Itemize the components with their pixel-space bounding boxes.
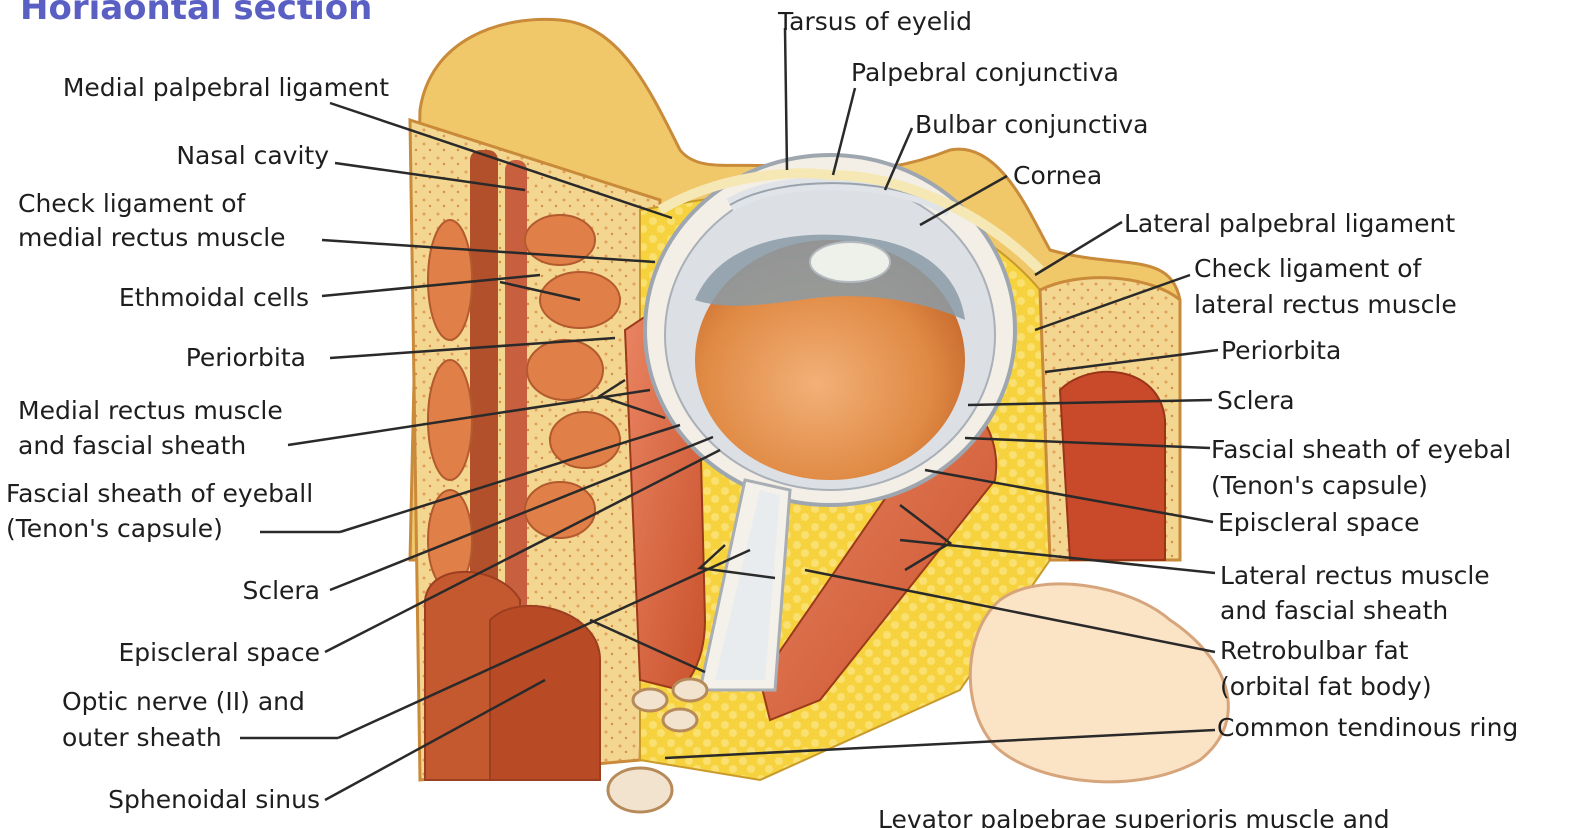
label-sphenoidal-sinus: Sphenoidal sinus [108, 782, 320, 817]
label-lateral-rectus-line2: and fascial sheath [1220, 593, 1448, 628]
label-check-ligament-medial-line1: Check ligament of [18, 186, 245, 221]
figure-title: Horiaontal section [20, 0, 372, 28]
label-periorbita-left: Periorbita [186, 340, 306, 375]
label-episcleral-space-right: Episcleral space [1218, 505, 1420, 540]
label-sclera-right: Sclera [1217, 383, 1295, 418]
label-common-tendinous-ring: Common tendinous ring [1217, 710, 1518, 745]
label-fascial-sheath-left-line1: Fascial sheath of eyeball [6, 476, 313, 511]
label-check-ligament-lateral-line2: lateral rectus muscle [1194, 287, 1457, 322]
label-fascial-sheath-right-line1: Fascial sheath of eyebal [1211, 432, 1511, 467]
label-bulbar-conjunctiva: Bulbar conjunctiva [915, 107, 1148, 142]
label-optic-nerve-line2: outer sheath [62, 720, 222, 755]
label-medial-rectus-line2: and fascial sheath [18, 428, 246, 463]
label-fascial-sheath-left-line2: (Tenon's capsule) [6, 511, 223, 546]
label-nasal-cavity: Nasal cavity [176, 138, 329, 173]
label-palpebral-conjunctiva: Palpebral conjunctiva [851, 55, 1119, 90]
label-fascial-sheath-right-line2: (Tenon's capsule) [1211, 468, 1428, 503]
label-tarsus-of-eyelid: Tarsus of eyelid [778, 4, 972, 39]
label-check-ligament-lateral-line1: Check ligament of [1194, 251, 1421, 286]
label-periorbita-right: Periorbita [1221, 333, 1341, 368]
label-ethmoidal-cells: Ethmoidal cells [119, 280, 309, 315]
label-levator-palpebrae: Levator palpebrae superioris muscle and [878, 802, 1390, 828]
label-sclera-left: Sclera [242, 573, 320, 608]
label-medial-palpebral-ligament: Medial palpebral ligament [63, 70, 389, 105]
label-lateral-palpebral-ligament: Lateral palpebral ligament [1124, 206, 1455, 241]
label-check-ligament-medial-line2: medial rectus muscle [18, 220, 286, 255]
label-lateral-rectus-line1: Lateral rectus muscle [1220, 558, 1490, 593]
label-medial-rectus-line1: Medial rectus muscle [18, 393, 283, 428]
label-optic-nerve-line1: Optic nerve (II) and [62, 684, 305, 719]
label-retrobulbar-fat-line1: Retrobulbar fat [1220, 633, 1408, 668]
label-retrobulbar-fat-line2: (orbital fat body) [1220, 669, 1432, 704]
label-episcleral-space-left: Episcleral space [118, 635, 320, 670]
label-cornea: Cornea [1013, 158, 1102, 193]
